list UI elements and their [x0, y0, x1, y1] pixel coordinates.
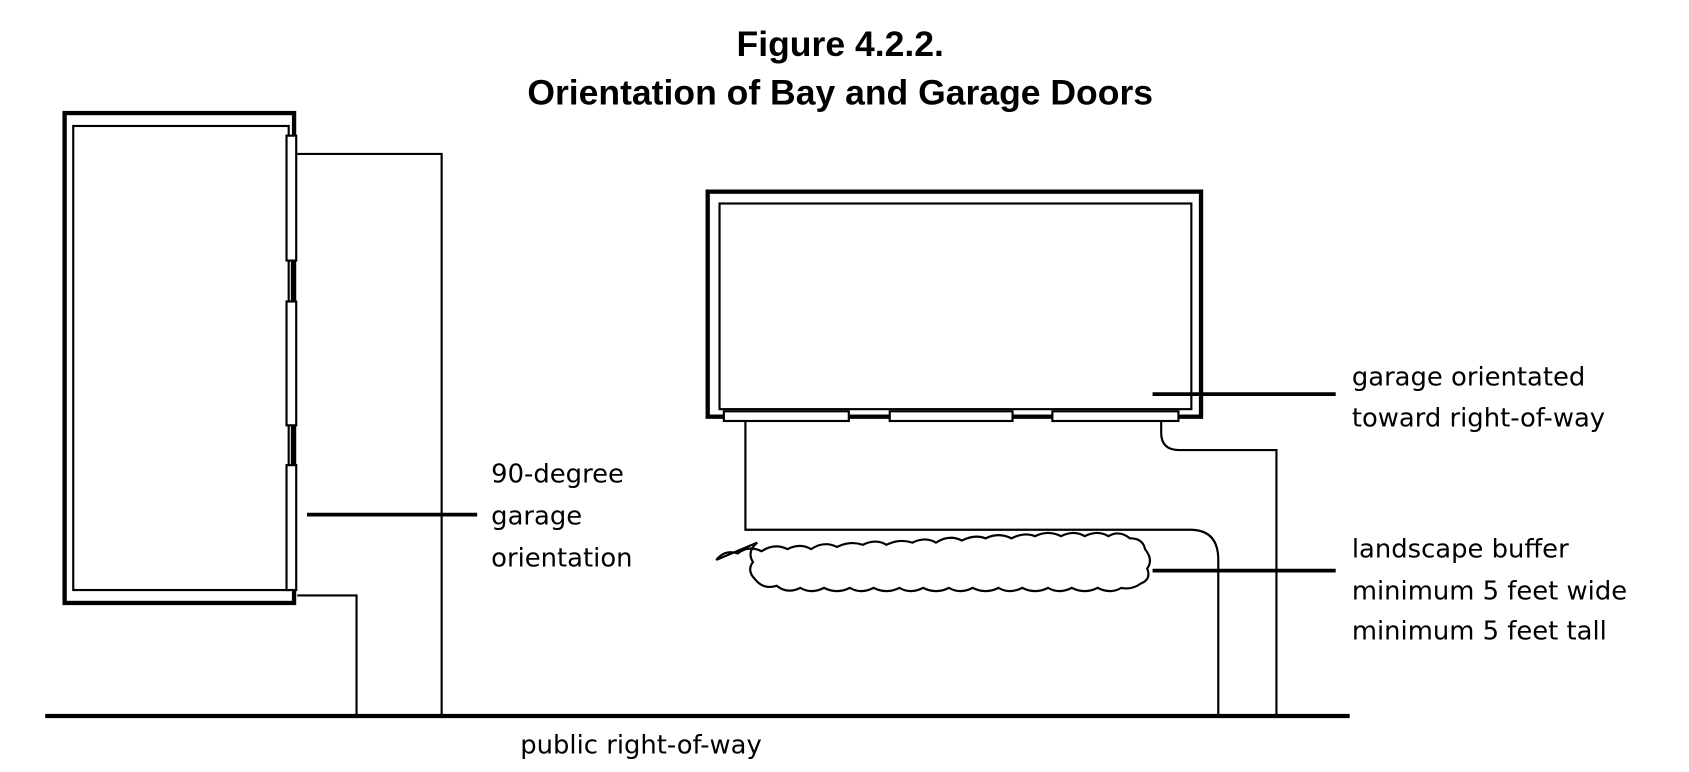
garage-door: [285, 134, 298, 262]
side-driveway: [297, 152, 443, 717]
buffer-label: minimum 5 feet wide: [1352, 577, 1627, 607]
garage-door: [285, 464, 298, 592]
front-orientation-label: garage orientated: [1352, 362, 1585, 392]
buffer-label: minimum 5 feet tall: [1352, 617, 1607, 647]
buffer-label: landscape buffer: [1352, 535, 1569, 565]
garage-door: [888, 410, 1014, 423]
side-orientation-label: garage: [491, 501, 582, 531]
side-orientation-label: orientation: [491, 543, 632, 573]
street-label: public right-of-way: [520, 731, 762, 761]
garage-door: [1051, 410, 1180, 423]
front-orientation-label: toward right-of-way: [1352, 403, 1605, 433]
front-driveway: [744, 420, 1278, 717]
garage-door: [722, 410, 850, 423]
front-garage-building: [705, 189, 1204, 423]
side-garage-building: [62, 110, 298, 606]
side-orientation-label: 90-degree: [491, 459, 624, 489]
figure-number: Figure 4.2.2.: [737, 24, 944, 64]
figure-title: Orientation of Bay and Garage Doors: [527, 72, 1153, 112]
garage-door: [285, 300, 298, 427]
landscape-buffer-hedge: [715, 531, 1151, 593]
